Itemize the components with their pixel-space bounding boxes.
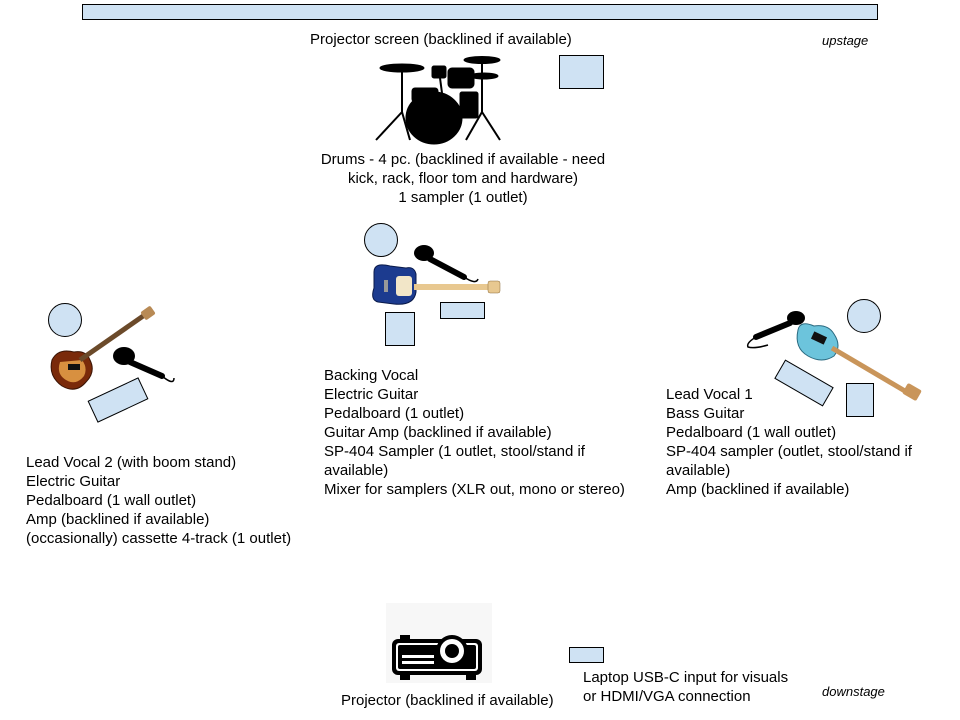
center-line: Mixer for samplers (XLR out, mono or ste… bbox=[324, 481, 625, 498]
center-line: available) bbox=[324, 462, 389, 479]
electric-guitar-icon bbox=[50, 306, 155, 390]
right-line: Lead Vocal 1 bbox=[666, 386, 753, 403]
upstage-label: upstage bbox=[822, 33, 869, 48]
right-line: SP-404 sampler (outlet, stool/stand if bbox=[666, 443, 912, 460]
left-line: Lead Vocal 2 (with boom stand) bbox=[26, 454, 237, 471]
left-player-marker bbox=[48, 303, 82, 337]
left-line: Amp (backlined if available) bbox=[26, 511, 210, 528]
right-player-marker bbox=[847, 299, 881, 333]
right-line: available) bbox=[666, 462, 731, 479]
laptop-input-box bbox=[569, 647, 604, 663]
projector-screen-label: Projector screen (backlined if available… bbox=[310, 31, 572, 48]
center-pedalboard-box bbox=[440, 302, 485, 319]
center-amp-box bbox=[385, 312, 415, 346]
center-player-text: Backing Vocal Electric Guitar Pedalboard… bbox=[324, 366, 625, 499]
center-line: SP-404 Sampler (1 outlet, stool/stand if bbox=[324, 443, 585, 460]
right-line: Bass Guitar bbox=[666, 405, 745, 422]
center-line: Electric Guitar bbox=[324, 386, 419, 403]
drum-kit-icon bbox=[375, 56, 501, 145]
projector-icon bbox=[386, 603, 492, 683]
left-player-text: Lead Vocal 2 (with boom stand) Electric … bbox=[26, 453, 291, 548]
laptop-line: Laptop USB-C input for visuals bbox=[583, 669, 789, 686]
drums-text: Drums - 4 pc. (backlined if available - … bbox=[296, 150, 630, 207]
projector-label: Projector (backlined if available) bbox=[341, 692, 554, 709]
drum-sampler-box bbox=[559, 55, 604, 89]
center-line: Pedalboard (1 outlet) bbox=[324, 405, 465, 422]
left-line: Pedalboard (1 wall outlet) bbox=[26, 492, 197, 509]
left-line: Electric Guitar bbox=[26, 473, 121, 490]
right-line: Amp (backlined if available) bbox=[666, 481, 850, 498]
right-line: Pedalboard (1 wall outlet) bbox=[666, 424, 837, 441]
center-line: Guitar Amp (backlined if available) bbox=[324, 424, 552, 441]
right-amp-box bbox=[846, 383, 874, 417]
center-player-marker bbox=[364, 223, 398, 257]
microphone-icon bbox=[746, 311, 805, 349]
projector-screen bbox=[82, 4, 878, 20]
drums-line: Drums - 4 pc. (backlined if available - … bbox=[320, 151, 606, 168]
downstage-label: downstage bbox=[822, 684, 885, 699]
bass-guitar-icon bbox=[796, 323, 922, 401]
center-line: Backing Vocal bbox=[324, 367, 419, 384]
right-player-text: Lead Vocal 1 Bass Guitar Pedalboard (1 w… bbox=[666, 385, 912, 499]
microphone-icon bbox=[414, 245, 479, 283]
laptop-line: or HDMI/VGA connection bbox=[583, 688, 751, 705]
laptop-text: Laptop USB-C input for visuals or HDMI/V… bbox=[583, 668, 788, 706]
drums-line: kick, rack, floor tom and hardware) bbox=[347, 170, 579, 187]
drums-line: 1 sampler (1 outlet) bbox=[398, 189, 528, 206]
electric-guitar-icon bbox=[372, 264, 501, 305]
left-line: (occasionally) cassette 4-track (1 outle… bbox=[26, 530, 292, 547]
microphone-icon bbox=[113, 347, 175, 383]
